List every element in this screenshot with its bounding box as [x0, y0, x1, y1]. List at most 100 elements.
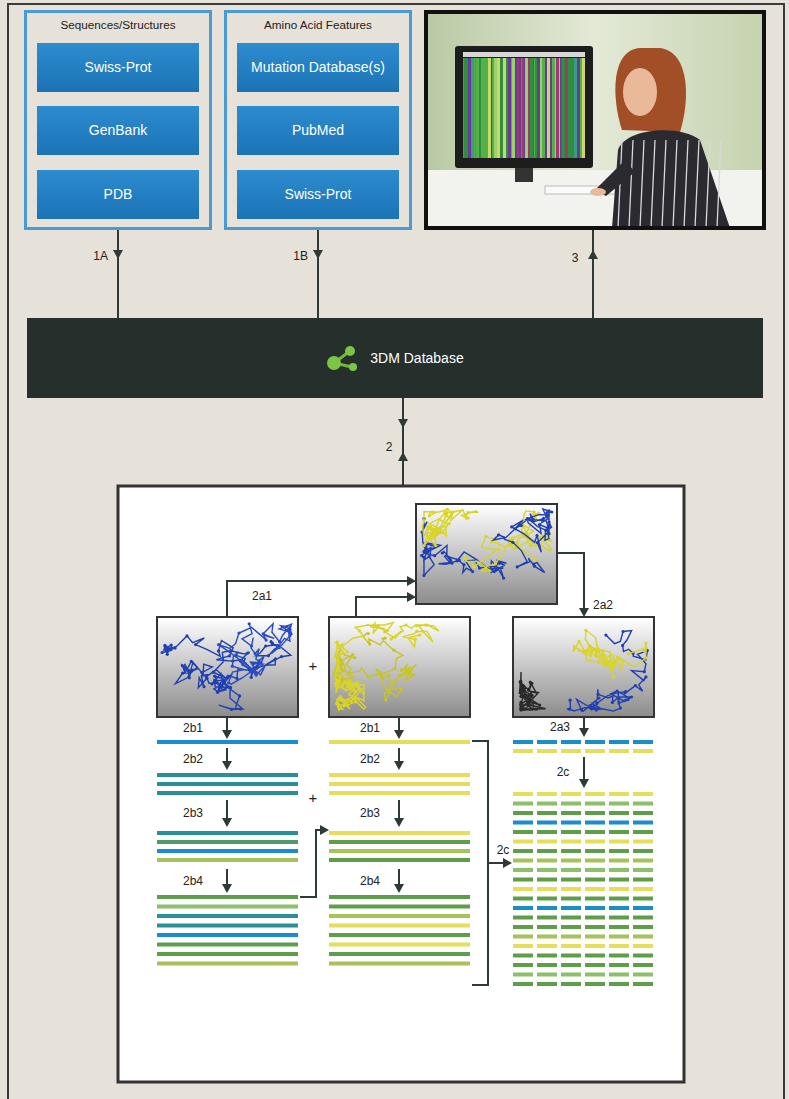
face	[623, 68, 657, 116]
arrow-head	[394, 884, 404, 893]
step-number: 2c	[497, 843, 510, 857]
step-number: 2a3	[550, 720, 570, 734]
connector	[113, 230, 123, 318]
screen-stripe	[550, 58, 552, 158]
sequence-stripe	[157, 962, 298, 966]
screen-stripe	[542, 58, 545, 158]
screen-stripe	[463, 58, 464, 158]
aligned-sequence	[513, 740, 654, 744]
arrow-head	[313, 250, 323, 259]
arrow-head	[222, 761, 232, 770]
protein-structure	[519, 629, 649, 712]
screen-stripe	[537, 58, 540, 158]
plus-sign: +	[309, 791, 318, 805]
screen-stripe	[494, 58, 497, 158]
box-label: 3DM Database	[370, 350, 463, 367]
step-number: 2b1	[183, 721, 203, 735]
screen-stripe	[523, 58, 524, 158]
aligned-sequence	[513, 749, 654, 753]
backbone	[175, 661, 243, 709]
aligned-sequence	[513, 802, 654, 806]
sequence-stripe	[329, 924, 470, 928]
structure-image	[157, 617, 298, 717]
atom	[349, 363, 357, 371]
arrow-line	[356, 597, 410, 617]
arrow-head	[579, 608, 589, 617]
sequence-stripe	[157, 740, 298, 744]
sequence-stripe	[329, 840, 470, 844]
source-group: Sequences/StructuresSwiss-ProtGenBankPDB	[24, 10, 212, 230]
aligned-sequence	[513, 944, 654, 948]
arrow-head	[588, 250, 598, 259]
source-group: Amino Acid FeaturesMutation Database(s) P…	[224, 10, 412, 230]
screen-stripe	[517, 58, 519, 158]
arrow-head	[398, 452, 408, 461]
aligned-sequence	[513, 935, 654, 939]
group-heading: Amino Acid Features	[227, 18, 409, 32]
monitor-stand	[515, 168, 533, 182]
protein-structure	[333, 623, 439, 711]
step-number: 2c	[557, 765, 570, 779]
sequence-stripe	[329, 952, 470, 956]
backbone	[162, 636, 291, 679]
screen-stripe	[467, 58, 468, 158]
arrow-head	[579, 779, 589, 788]
sequence-stripe	[157, 782, 298, 786]
screen-stripe	[561, 58, 562, 158]
backbone	[573, 630, 648, 677]
screen-stripe	[580, 58, 582, 158]
screen-bar	[463, 52, 585, 57]
screen-stripe	[512, 58, 515, 158]
arrow-line	[402, 398, 404, 485]
arrow-head	[407, 576, 416, 586]
atom	[327, 356, 341, 370]
screen-stripe	[471, 58, 474, 158]
aligned-sequence	[513, 878, 654, 882]
step-number: 2b4	[360, 874, 380, 888]
hand	[590, 188, 606, 196]
arrow-head	[394, 730, 404, 739]
screen-stripe	[511, 58, 512, 158]
database-box: Mutation Database(s)	[237, 43, 399, 92]
screen-stripe	[540, 58, 542, 158]
aligned-sequence	[513, 897, 654, 901]
aligned-sequence	[513, 954, 654, 958]
screen-stripe	[582, 58, 585, 158]
database-box: PubMed	[237, 106, 399, 155]
arrow-head	[222, 818, 232, 827]
database-bar: 3DM Database	[27, 318, 763, 398]
database-box: Swiss-Prot	[237, 170, 399, 219]
backbone	[567, 631, 647, 712]
arrow-line	[227, 581, 410, 617]
screen-stripe	[531, 58, 533, 158]
structure-image	[329, 617, 470, 717]
sequence-stripe	[329, 943, 470, 947]
arrow-line	[557, 553, 584, 611]
aligned-sequence	[513, 887, 654, 891]
arrow-head	[394, 761, 404, 770]
sequence-stripe	[329, 849, 470, 853]
connector	[313, 230, 323, 318]
sequence-stripe	[329, 905, 470, 909]
sequence-stripe	[329, 858, 470, 862]
screen-stripe	[547, 58, 550, 158]
hair	[615, 48, 686, 132]
step-number: 2a1	[252, 589, 272, 603]
screen-stripe	[555, 58, 556, 158]
sequence-stripe	[157, 905, 298, 909]
screen-stripe	[562, 58, 565, 158]
aligned-sequence	[513, 973, 654, 977]
screen-stripe	[497, 58, 500, 158]
screen-stripe	[530, 58, 531, 158]
arrow-head	[579, 728, 589, 737]
aligned-sequence	[513, 792, 654, 796]
screen-stripe	[559, 58, 560, 158]
step-number: 2	[386, 440, 393, 454]
screen-stripe	[474, 58, 475, 158]
protein-structure	[420, 508, 553, 580]
shirt-stripe	[651, 140, 655, 228]
sequence-stripe	[329, 914, 470, 918]
screen-stripe	[485, 58, 488, 158]
sequence-stripe	[157, 858, 298, 862]
